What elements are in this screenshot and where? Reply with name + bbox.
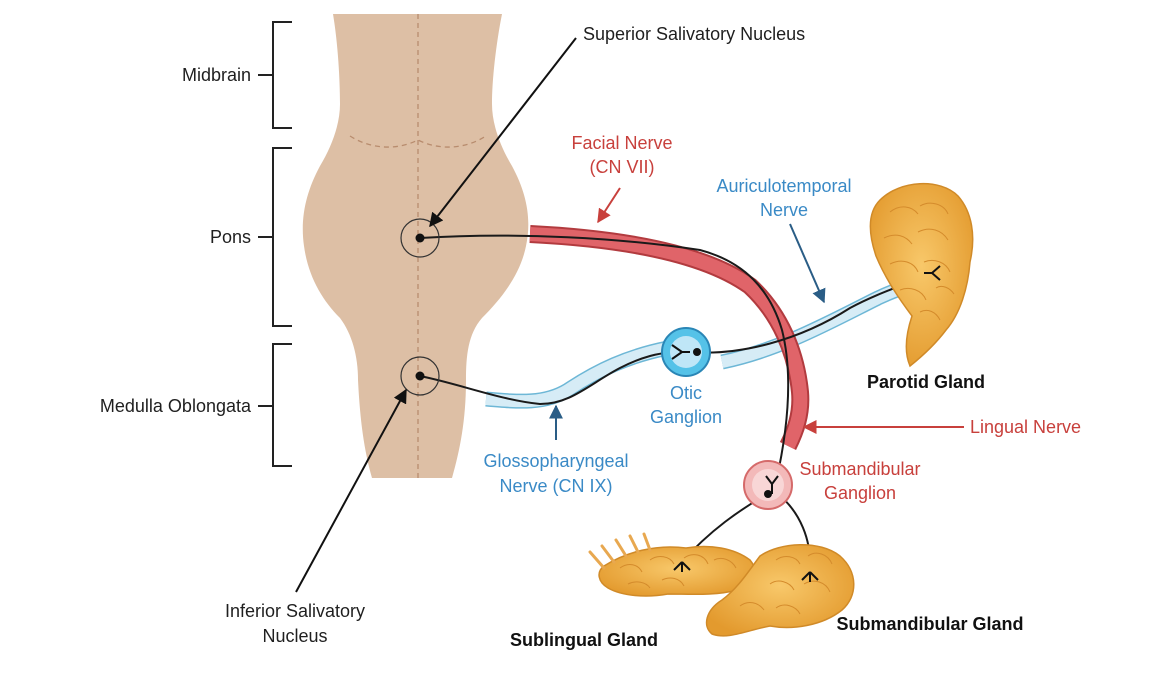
facial-nerve-label-line2: (CN VII) <box>590 157 655 177</box>
submandibular-ganglion-label-line1: Submandibular <box>799 459 920 479</box>
inferior-salivatory-nucleus <box>400 356 440 396</box>
medulla-label: Medulla Oblongata <box>100 396 252 416</box>
lingual-nerve-label: Lingual Nerve <box>970 417 1081 437</box>
medulla-bracket <box>258 343 292 467</box>
glossopharyngeal-label-line1: Glossopharyngeal <box>483 451 628 471</box>
brainstem <box>302 14 529 478</box>
sublingual-gland <box>588 532 756 597</box>
glossopharyngeal-label-line2: Nerve (CN IX) <box>499 476 612 496</box>
superior-nucleus-arrow <box>429 37 577 228</box>
otic-ganglion-label-line2: Ganglion <box>650 407 722 427</box>
midbrain-pons-boundary <box>349 135 487 148</box>
facial-lingual-nerve-band <box>529 225 810 451</box>
superior-nucleus-label: Superior Salivatory Nucleus <box>583 24 805 44</box>
midbrain-bracket <box>258 21 292 129</box>
parotid-gland <box>869 183 974 368</box>
auriculotemporal-label-line1: Auriculotemporal <box>716 176 851 196</box>
facial-nerve-arrow <box>597 187 621 224</box>
auriculotemporal-arrow <box>789 223 826 304</box>
pons-bracket <box>258 147 292 327</box>
parotid-gland-label: Parotid Gland <box>867 372 985 392</box>
region-brackets <box>258 21 292 467</box>
otic-ganglion-label-line1: Otic <box>670 383 702 403</box>
submandibular-ganglion-label-line2: Ganglion <box>824 483 896 503</box>
midbrain-label: Midbrain <box>182 65 251 85</box>
submandibular-gland <box>705 544 855 637</box>
submandibular-ganglion <box>743 460 793 510</box>
pons-label: Pons <box>210 227 251 247</box>
facial-fibre <box>419 234 790 483</box>
otic-ganglion <box>661 327 711 377</box>
auriculotemporal-label-line2: Nerve <box>760 200 808 220</box>
facial-nerve-label-line1: Facial Nerve <box>571 133 672 153</box>
superior-salivatory-nucleus <box>400 218 440 258</box>
sublingual-gland-label: Sublingual Gland <box>510 630 658 650</box>
inferior-nucleus-label-line1: Inferior Salivatory <box>225 601 365 621</box>
inferior-nucleus-arrow <box>295 388 407 593</box>
brainstem-shape <box>302 14 529 478</box>
submandibular-gland-label: Submandibular Gland <box>836 614 1023 634</box>
inferior-nucleus-label-line2: Nucleus <box>262 626 327 646</box>
